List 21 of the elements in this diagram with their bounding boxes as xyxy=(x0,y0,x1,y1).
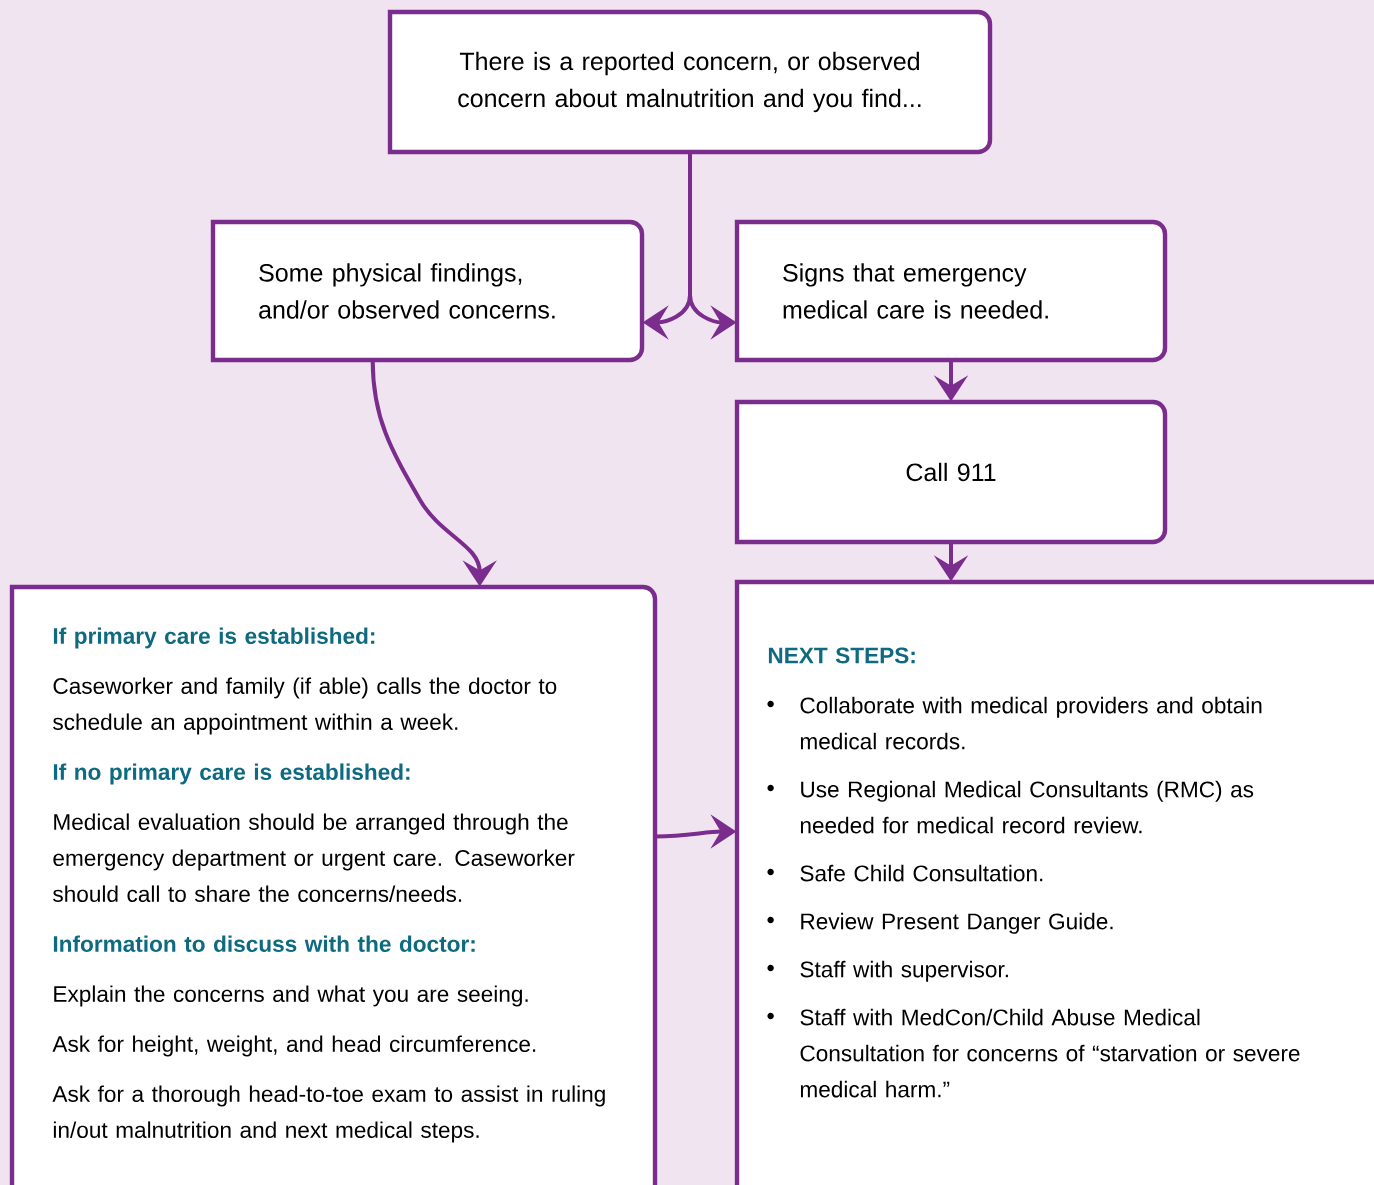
bullet-item: Staff with supervisor. xyxy=(767,960,1008,982)
bullet-item: Collaborate with medical providers and obtain medical records. xyxy=(767,696,1262,750)
paragraph: Caseworker and family (if able) calls the doctor to schedule an appointment within a week. xyxy=(53,677,557,735)
bullet-item: Review Present Danger Guide. xyxy=(767,912,1113,934)
section-heading: If no primary care is established: xyxy=(53,763,410,785)
section-heading: NEXT STEPS: xyxy=(768,647,915,664)
section-heading: Information to discuss with the doctor: xyxy=(53,935,475,952)
info-panel xyxy=(9,584,658,1185)
process-box: Signs that emergency medical care is needed. xyxy=(734,219,1168,363)
paragraph: Medical evaluation should be arranged through the emergency department or urgent care. Caseworker should call to share the concerns/needs. xyxy=(53,813,575,902)
process-box: Call 911 xyxy=(734,399,1168,545)
bullet-item: Use Regional Medical Consultants (RMC) as needed for medical record review. xyxy=(767,780,1254,834)
section-heading: If primary care is established: xyxy=(53,627,375,649)
paragraph: Ask for height, weight, and head circumference. xyxy=(52,1035,536,1057)
paragraph: Ask for a thorough head-to-toe exam to assist in ruling in/out malnutrition and next medical steps. xyxy=(52,1085,605,1143)
bullet-item: Staff with MedCon/Child Abuse Medical Consultation for concerns of “starvation or severe medical harm.” xyxy=(767,1008,1300,1098)
bullet-item: Safe Child Consultation. xyxy=(767,864,1043,882)
process-box: There is a reported concern, or observed concern about malnutrition and you find... xyxy=(387,9,993,155)
info-panel xyxy=(734,579,1374,1185)
process-box: Some physical findings, and/or observed concerns. xyxy=(210,219,645,363)
paragraph: Explain the concerns and what you are seeing. xyxy=(54,985,528,1007)
